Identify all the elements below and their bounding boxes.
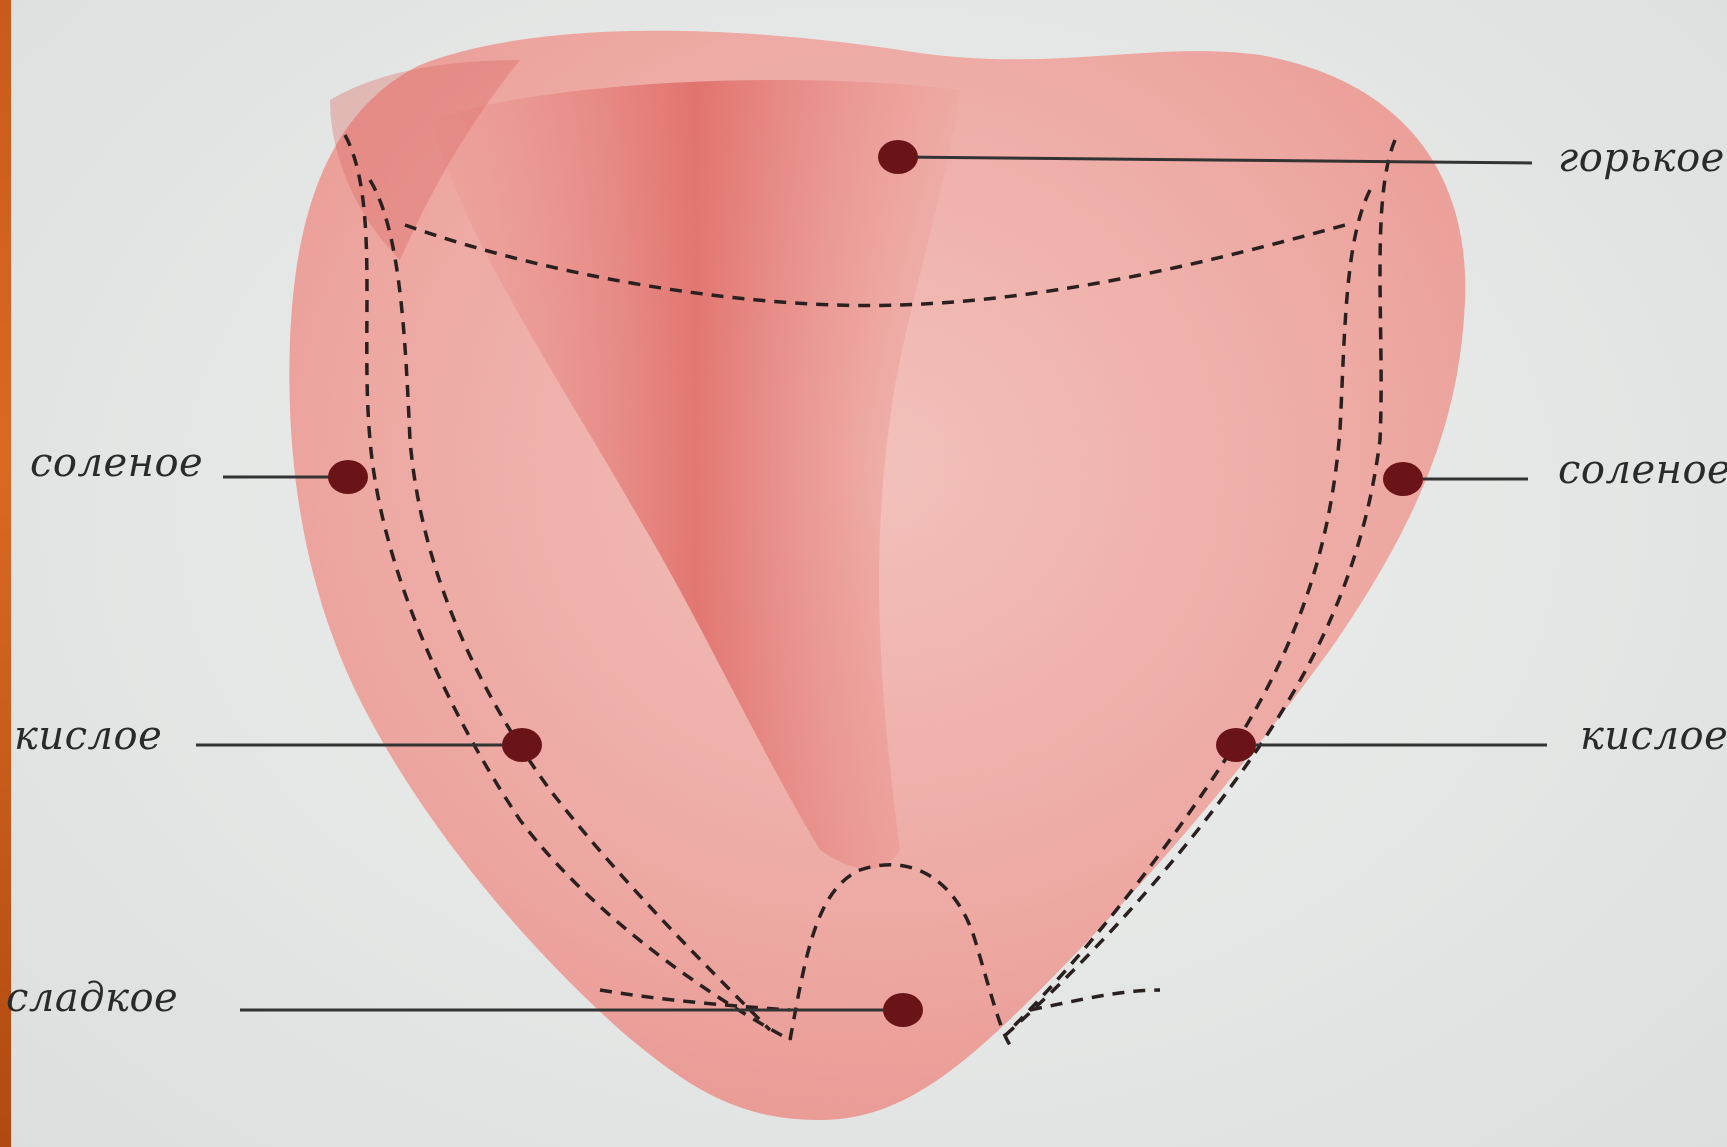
label-salty-left: соленое	[30, 443, 203, 483]
label-sweet: сладкое	[6, 978, 178, 1018]
bitter-marker	[878, 140, 918, 174]
label-salty-right: соленое	[1558, 450, 1727, 490]
salty-left-marker	[328, 460, 368, 494]
sweet-marker	[883, 993, 923, 1027]
sour-right-marker	[1216, 728, 1256, 762]
label-bitter: горькое	[1558, 138, 1725, 178]
salty-right-marker	[1383, 462, 1423, 496]
sour-left-marker	[502, 728, 542, 762]
label-sour-right: кислое	[1580, 716, 1727, 756]
tongue-texture	[289, 31, 1465, 1120]
label-sour-left: кислое	[14, 716, 162, 756]
sweet-tail-right	[1030, 990, 1160, 1010]
